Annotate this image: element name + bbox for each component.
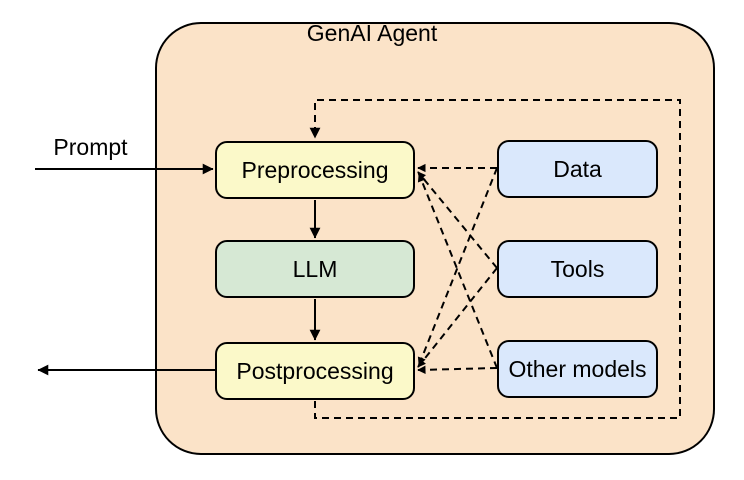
node-postprocessing: Postprocessing <box>215 342 415 400</box>
node-tools-label: Tools <box>550 255 605 282</box>
node-tools: Tools <box>497 240 658 298</box>
node-other-models: Other models <box>497 340 658 398</box>
prompt-label: Prompt <box>53 134 128 160</box>
node-other-models-label: Other models <box>508 355 647 382</box>
node-llm-label: LLM <box>292 255 338 282</box>
node-llm: LLM <box>215 240 415 298</box>
node-data: Data <box>497 140 658 198</box>
node-preprocessing: Preprocessing <box>215 141 415 199</box>
node-data-label: Data <box>553 155 602 182</box>
node-preprocessing-label: Preprocessing <box>241 156 389 183</box>
node-postprocessing-label: Postprocessing <box>236 357 394 384</box>
diagram-title: GenAI Agent <box>306 20 438 46</box>
